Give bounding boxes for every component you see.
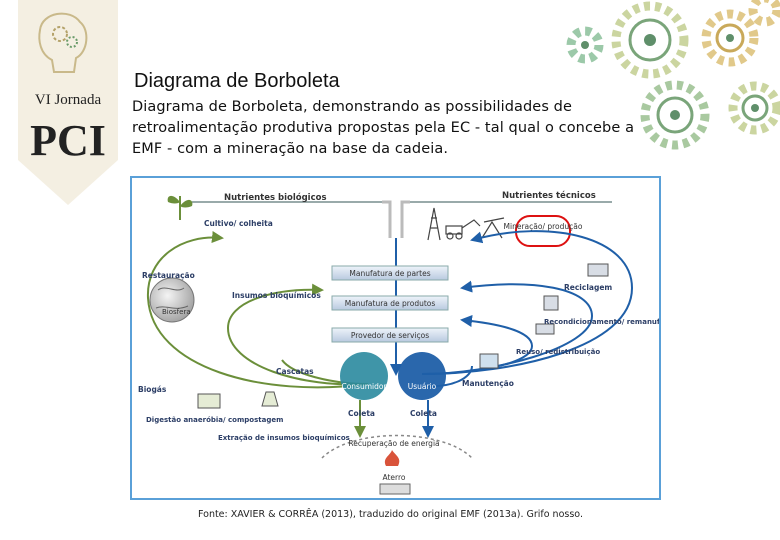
energy-recovery-label: Recuperação de energia	[348, 439, 439, 448]
biochemical-loop	[226, 283, 369, 386]
svg-text:Manufatura de produtos: Manufatura de produtos	[345, 299, 436, 308]
jornada-logo: VI Jornada PCI	[18, 0, 118, 205]
digester-icon	[197, 393, 221, 409]
refurbish-label: Recondicionamento/ remanufatura	[544, 318, 659, 326]
pumpjack-icon	[481, 217, 505, 239]
butterfly-diagram: Nutrientes biológicos Nutrientes técnico…	[130, 176, 661, 500]
recycling-label: Reciclagem	[564, 283, 612, 292]
biological-nutrients-label: Nutrientes biológicos	[224, 192, 327, 203]
reuse-label: Reuso/ redistribuição	[516, 348, 600, 356]
user-circle: Usuário	[398, 352, 446, 400]
svg-text:Manufatura de partes: Manufatura de partes	[349, 269, 430, 278]
biosphere-label: Biosfera	[162, 308, 191, 316]
mining-label: Mineração/ produção	[504, 222, 583, 231]
parts-manufacturing-box: Manufatura de partes	[331, 265, 449, 281]
monitor-icon	[479, 353, 499, 369]
anaerobic-digestion-label: Digestão anaeróbia/ compostagem	[146, 416, 283, 424]
landfill-label: Aterro	[382, 473, 405, 482]
reuse-loop	[421, 315, 534, 375]
collection-left-label: Coleta	[348, 409, 375, 418]
logo-line2: PCI	[30, 116, 106, 165]
biosphere-globe-icon	[149, 277, 195, 323]
cascades-label: Cascatas	[276, 367, 314, 376]
product-manufacturing-box: Manufatura de produtos	[331, 295, 449, 311]
flask-icon	[261, 391, 279, 407]
recycling-loop	[421, 230, 634, 375]
restoration-loop	[146, 231, 369, 389]
excavator-icon	[445, 219, 481, 240]
technical-nutrients-label: Nutrientes técnicos	[502, 190, 596, 201]
restoration-label: Restauração	[142, 271, 195, 280]
logo-line1: VI Jornada	[35, 92, 102, 108]
gears-decoration	[566, 0, 780, 150]
farming-label: Cultivo/ colheita	[204, 219, 273, 228]
svg-text:Consumidor: Consumidor	[341, 382, 387, 391]
energy-recovery-arc	[321, 434, 473, 459]
slide-description: Diagrama de Borboleta, demonstrando as p…	[132, 99, 635, 157]
consumer-circle: Consumidor	[340, 352, 388, 400]
svg-text:Usuário: Usuário	[408, 382, 437, 391]
landfill-truck-icon	[379, 483, 411, 495]
biogas-label: Biogás	[138, 385, 167, 394]
boxes-icon	[543, 295, 559, 311]
service-provider-box: Provedor de serviços	[331, 327, 449, 343]
butterfly-diagram-svg: Nutrientes biológicos Nutrientes técnico…	[138, 190, 659, 495]
extraction-label: Extração de insumos bioquímicos	[218, 434, 350, 442]
collection-right-label: Coleta	[410, 409, 437, 418]
figure-caption: Fonte: XAVIER & CORRÊA (2013), traduzido…	[198, 509, 583, 520]
slide-title: Diagrama de Borboleta	[134, 70, 340, 92]
mining-highlight-circle	[515, 215, 571, 247]
svg-text:Provedor de serviços: Provedor de serviços	[351, 331, 429, 340]
plant-icon	[167, 195, 193, 220]
fire-icon	[384, 450, 400, 466]
truck-icon	[535, 323, 555, 335]
oil-rig-icon	[427, 207, 441, 241]
recycling-factory-icon	[587, 263, 609, 277]
maintenance-label: Manutenção	[462, 379, 514, 388]
biochemical-inputs-label: Insumos bioquímicos	[232, 291, 321, 300]
